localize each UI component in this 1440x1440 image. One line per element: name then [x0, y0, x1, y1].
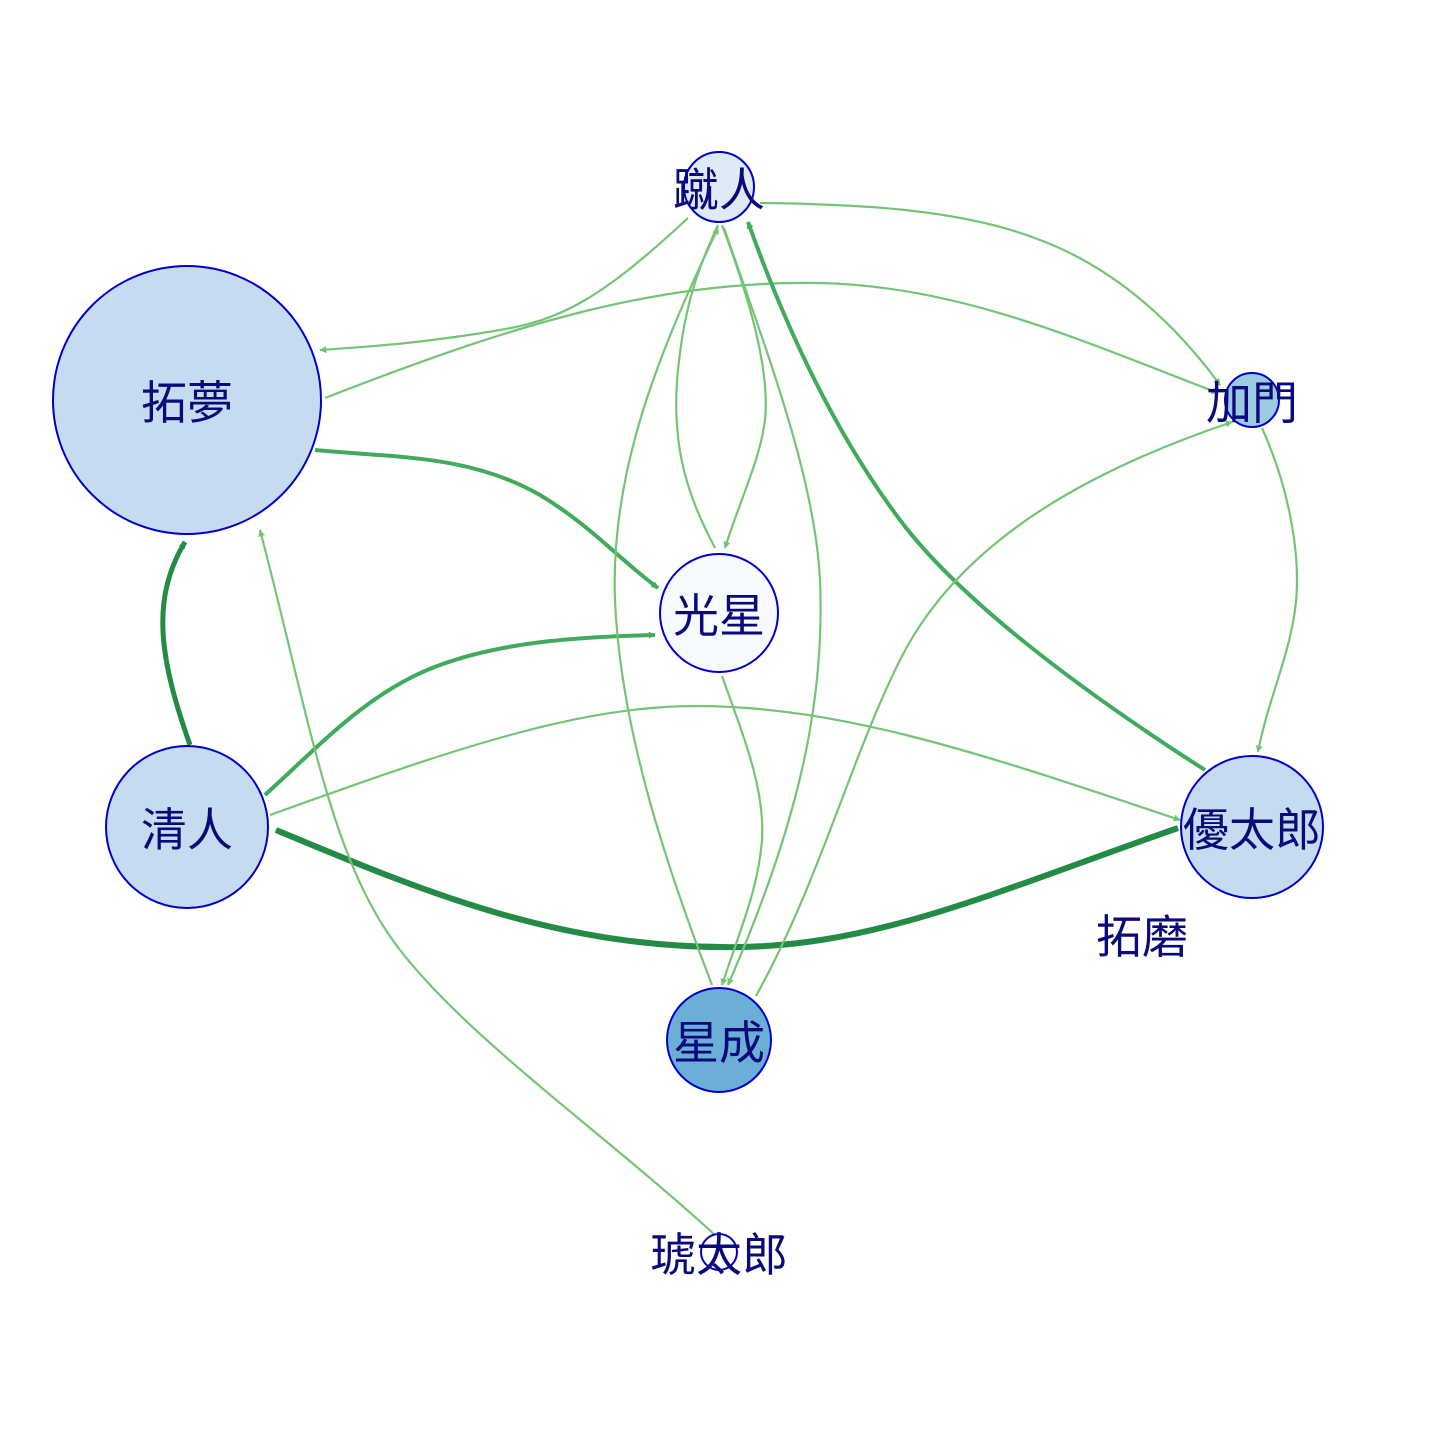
node-label-takuma: 拓磨: [1096, 910, 1188, 964]
edge-yutaro-to-shuto: [746, 221, 1207, 772]
edge-kosei-to-seisei: [720, 675, 764, 986]
edge-kiyoto-to-kosei: [263, 631, 656, 797]
node-label-kiyoto: 清人: [141, 803, 233, 857]
node-label-kosei: 光星: [673, 589, 765, 643]
edge-shuto-to-kado: [759, 201, 1221, 386]
edges-layer: [160, 201, 1299, 1236]
edge-shuto-to-takumu: [319, 217, 689, 354]
edge-kiyoto-to-takumu: [160, 540, 193, 746]
nodes-layer: 拓夢 蹴人 加門 光星 清人 優太郎 拓磨 星成 琥太郎: [52, 151, 1324, 1282]
node-label-yutaro: 優太郎: [1183, 803, 1321, 857]
edge-seisei-to-shuto: [613, 227, 719, 986]
node-kiyoto: [105, 745, 269, 909]
node-kotaro: [700, 1233, 738, 1271]
node-seisei: [666, 987, 772, 1093]
node-kosei: [659, 553, 779, 673]
node-yutaro: [1180, 755, 1324, 899]
node-label-seisei: 星成: [673, 1016, 765, 1070]
edge-yutaro-to-kiyoto: [274, 825, 1179, 951]
node-label-kotaro: 琥太郎: [650, 1228, 788, 1282]
node-label-kado: 加門: [1206, 376, 1298, 430]
node-label-takumu: 拓夢: [141, 376, 233, 430]
edge-shuto-to-seisei: [722, 227, 822, 986]
edge-shuto-to-kosei: [720, 224, 767, 549]
edge-takumu-to-kosei: [314, 448, 660, 590]
node-takumu: [52, 265, 322, 535]
edge-kotaro-to-takumu: [258, 529, 716, 1236]
edge-kiyoto-to-yutaro: [269, 704, 1181, 822]
edge-kado-to-yutaro: [1255, 427, 1299, 753]
edge-seisei-to-kado: [755, 420, 1233, 997]
node-label-shuto: 蹴人: [673, 163, 765, 217]
node-shuto: [683, 151, 755, 223]
edge-takumu-to-kado: [324, 281, 1219, 400]
node-kado: [1224, 372, 1280, 428]
